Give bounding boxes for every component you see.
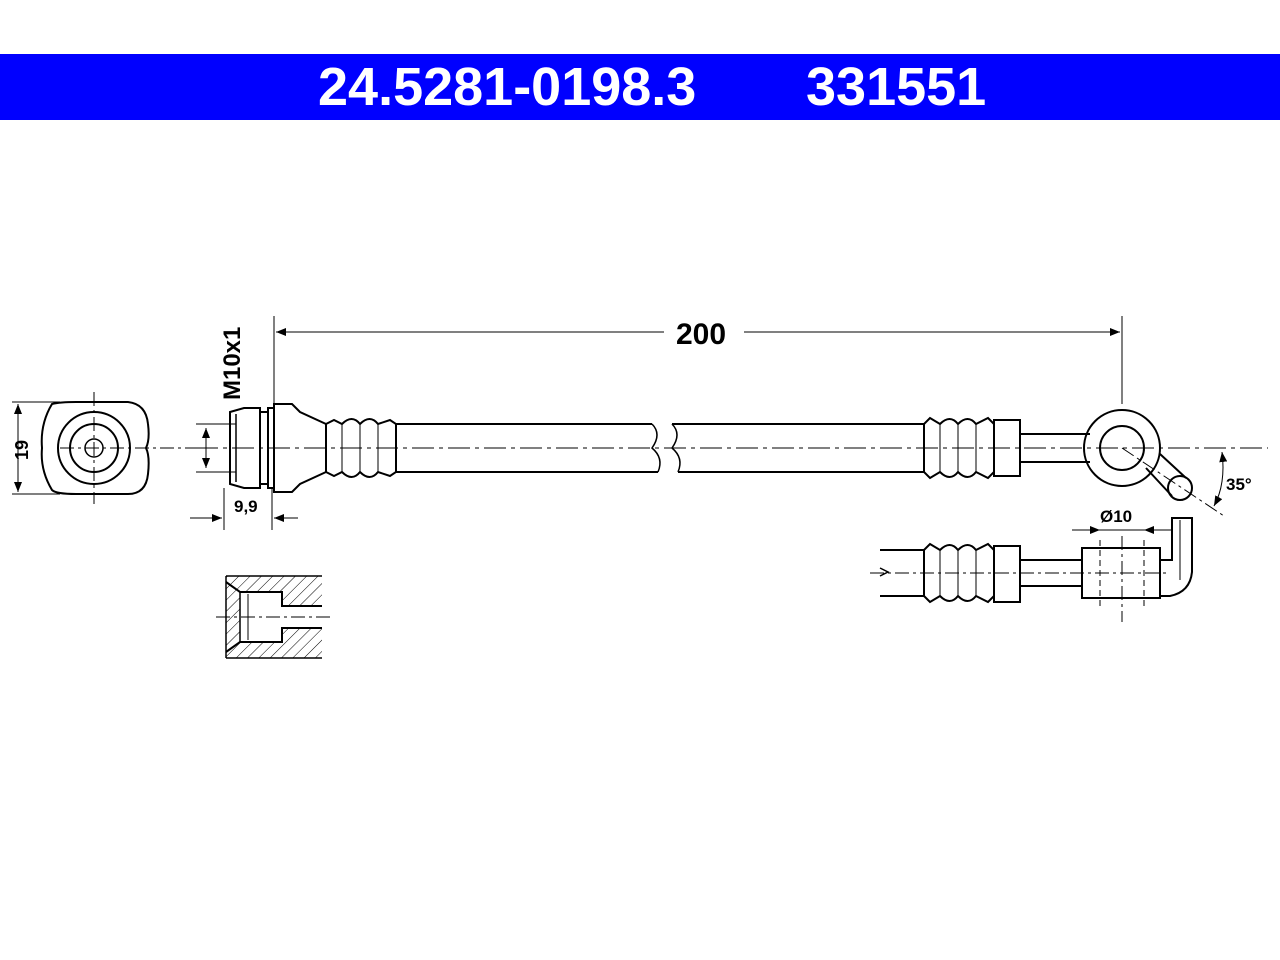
fitting-width-label: 19	[12, 440, 32, 460]
dimension-fitting-width	[12, 401, 60, 495]
hose-side-view	[229, 403, 1193, 501]
angle-label: 35°	[1226, 475, 1252, 494]
length-label: 200	[676, 318, 726, 351]
dimension-length	[273, 316, 1120, 404]
port-section-view	[216, 575, 330, 659]
thread-label: M10x1	[219, 327, 246, 400]
banjo-side-view	[879, 517, 1193, 604]
fitting-end-view	[40, 392, 196, 504]
dimension-thread-length	[190, 488, 298, 530]
dimension-angle	[1213, 451, 1228, 507]
banjo-diameter-label: Ø10	[1100, 507, 1132, 526]
dimension-thread	[196, 423, 236, 473]
reference-number: 331551	[806, 57, 987, 117]
banjo-angle-line	[1121, 447, 1225, 517]
part-number: 24.5281-0198.3	[318, 57, 697, 117]
header-bar: 24.5281-0198.3 331551	[0, 54, 1280, 120]
thread-length-label: 9,9	[234, 497, 258, 516]
